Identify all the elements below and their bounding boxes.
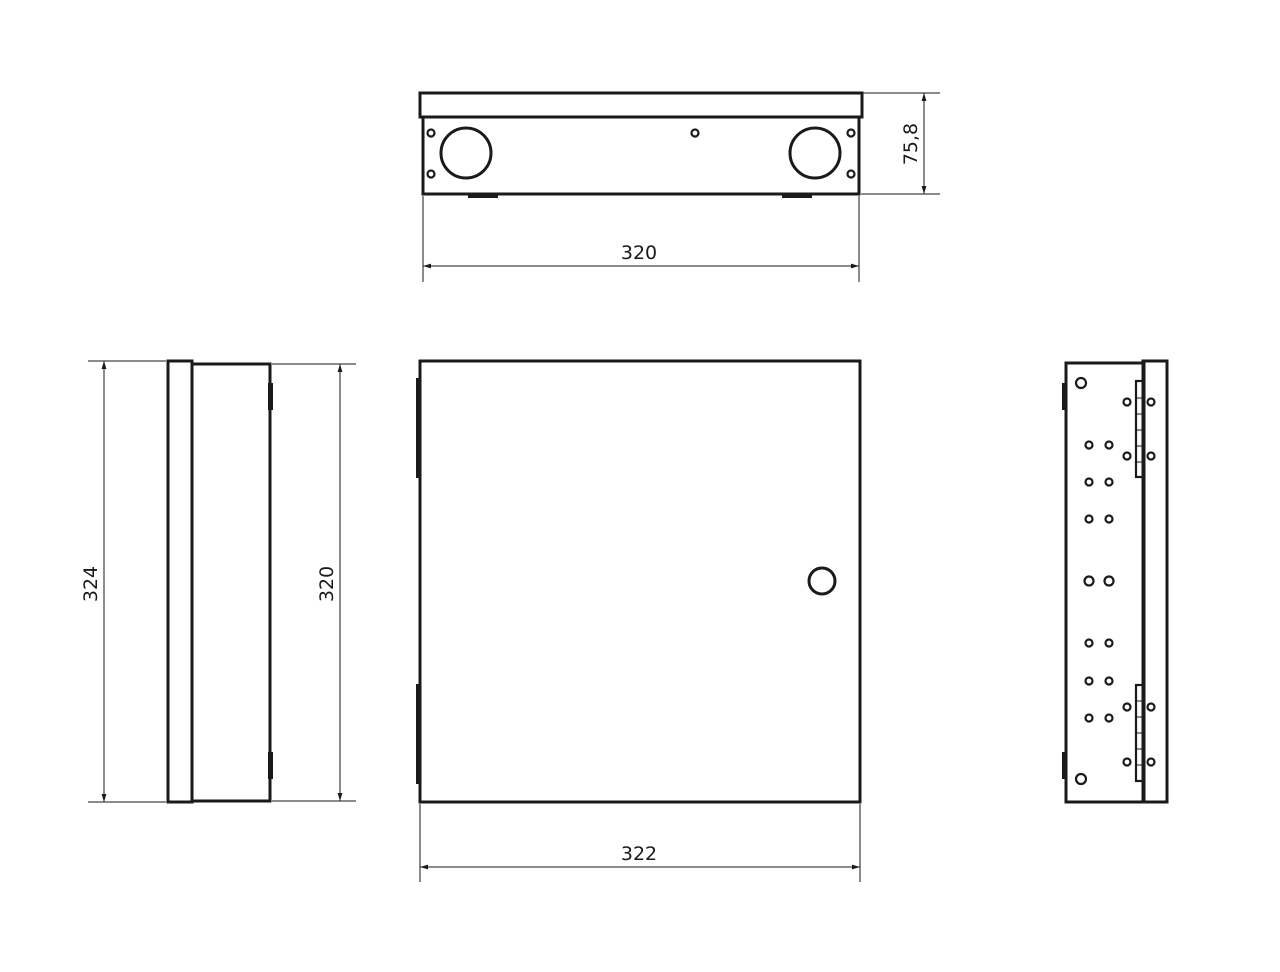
back-mount-hole bbox=[1074, 772, 1088, 786]
back-screw bbox=[1084, 676, 1094, 686]
back-screw bbox=[1084, 713, 1094, 723]
dim-side-inner-height: 320 bbox=[316, 566, 338, 602]
front-hinge-bottom bbox=[416, 684, 421, 784]
side-hinge-bottom bbox=[268, 752, 273, 779]
dim-side-outer-height: 324 bbox=[80, 566, 102, 602]
front-hinge-top bbox=[416, 378, 421, 478]
back-screw bbox=[1104, 440, 1114, 450]
back-hinge-bracket-top bbox=[1134, 379, 1145, 479]
back-screw bbox=[1122, 702, 1132, 712]
back-screw bbox=[1084, 440, 1094, 450]
back-screw bbox=[1104, 638, 1114, 648]
top-screw bbox=[690, 128, 700, 138]
back-screw bbox=[1146, 397, 1156, 407]
back-door-edge bbox=[1141, 359, 1169, 804]
cable-entry-right bbox=[788, 126, 842, 180]
top-screw bbox=[426, 169, 436, 179]
door-lock bbox=[807, 566, 837, 596]
side-hinge-top bbox=[268, 383, 273, 410]
back-screw bbox=[1103, 575, 1115, 587]
top-screw bbox=[846, 169, 856, 179]
left-side-view: 324 320 bbox=[80, 359, 356, 804]
back-screw bbox=[1146, 757, 1156, 767]
back-screw bbox=[1146, 702, 1156, 712]
back-hinge-bottom bbox=[1062, 752, 1067, 779]
dim-front-width: 322 bbox=[621, 843, 657, 865]
foot-left bbox=[468, 193, 498, 198]
back-screw bbox=[1084, 477, 1094, 487]
front-door bbox=[418, 359, 862, 804]
front-view: 322 bbox=[416, 359, 862, 882]
back-hinge-bracket-bottom bbox=[1134, 683, 1145, 783]
foot-right bbox=[782, 193, 812, 198]
back-screw bbox=[1122, 451, 1132, 461]
back-screw bbox=[1104, 514, 1114, 524]
dim-top-height: 75,8 bbox=[900, 123, 922, 165]
back-screw bbox=[1084, 514, 1094, 524]
back-screw bbox=[1122, 757, 1132, 767]
side-door-edge bbox=[166, 359, 194, 804]
top-screw bbox=[846, 128, 856, 138]
top-screw bbox=[426, 128, 436, 138]
cable-entry-left bbox=[439, 126, 493, 180]
dim-top-width: 320 bbox=[621, 242, 657, 264]
back-view bbox=[1062, 359, 1169, 804]
back-screw bbox=[1146, 451, 1156, 461]
back-screw bbox=[1122, 397, 1132, 407]
back-screw bbox=[1104, 477, 1114, 487]
back-hinge-top bbox=[1062, 383, 1067, 410]
top-view-body bbox=[421, 115, 861, 196]
back-screw bbox=[1104, 713, 1114, 723]
back-screw bbox=[1083, 575, 1095, 587]
back-screw bbox=[1104, 676, 1114, 686]
back-mount-hole bbox=[1074, 376, 1088, 390]
back-screw bbox=[1084, 638, 1094, 648]
top-view-lid bbox=[418, 91, 864, 119]
top-view: 320 75,8 bbox=[418, 91, 940, 282]
side-body bbox=[190, 362, 272, 803]
